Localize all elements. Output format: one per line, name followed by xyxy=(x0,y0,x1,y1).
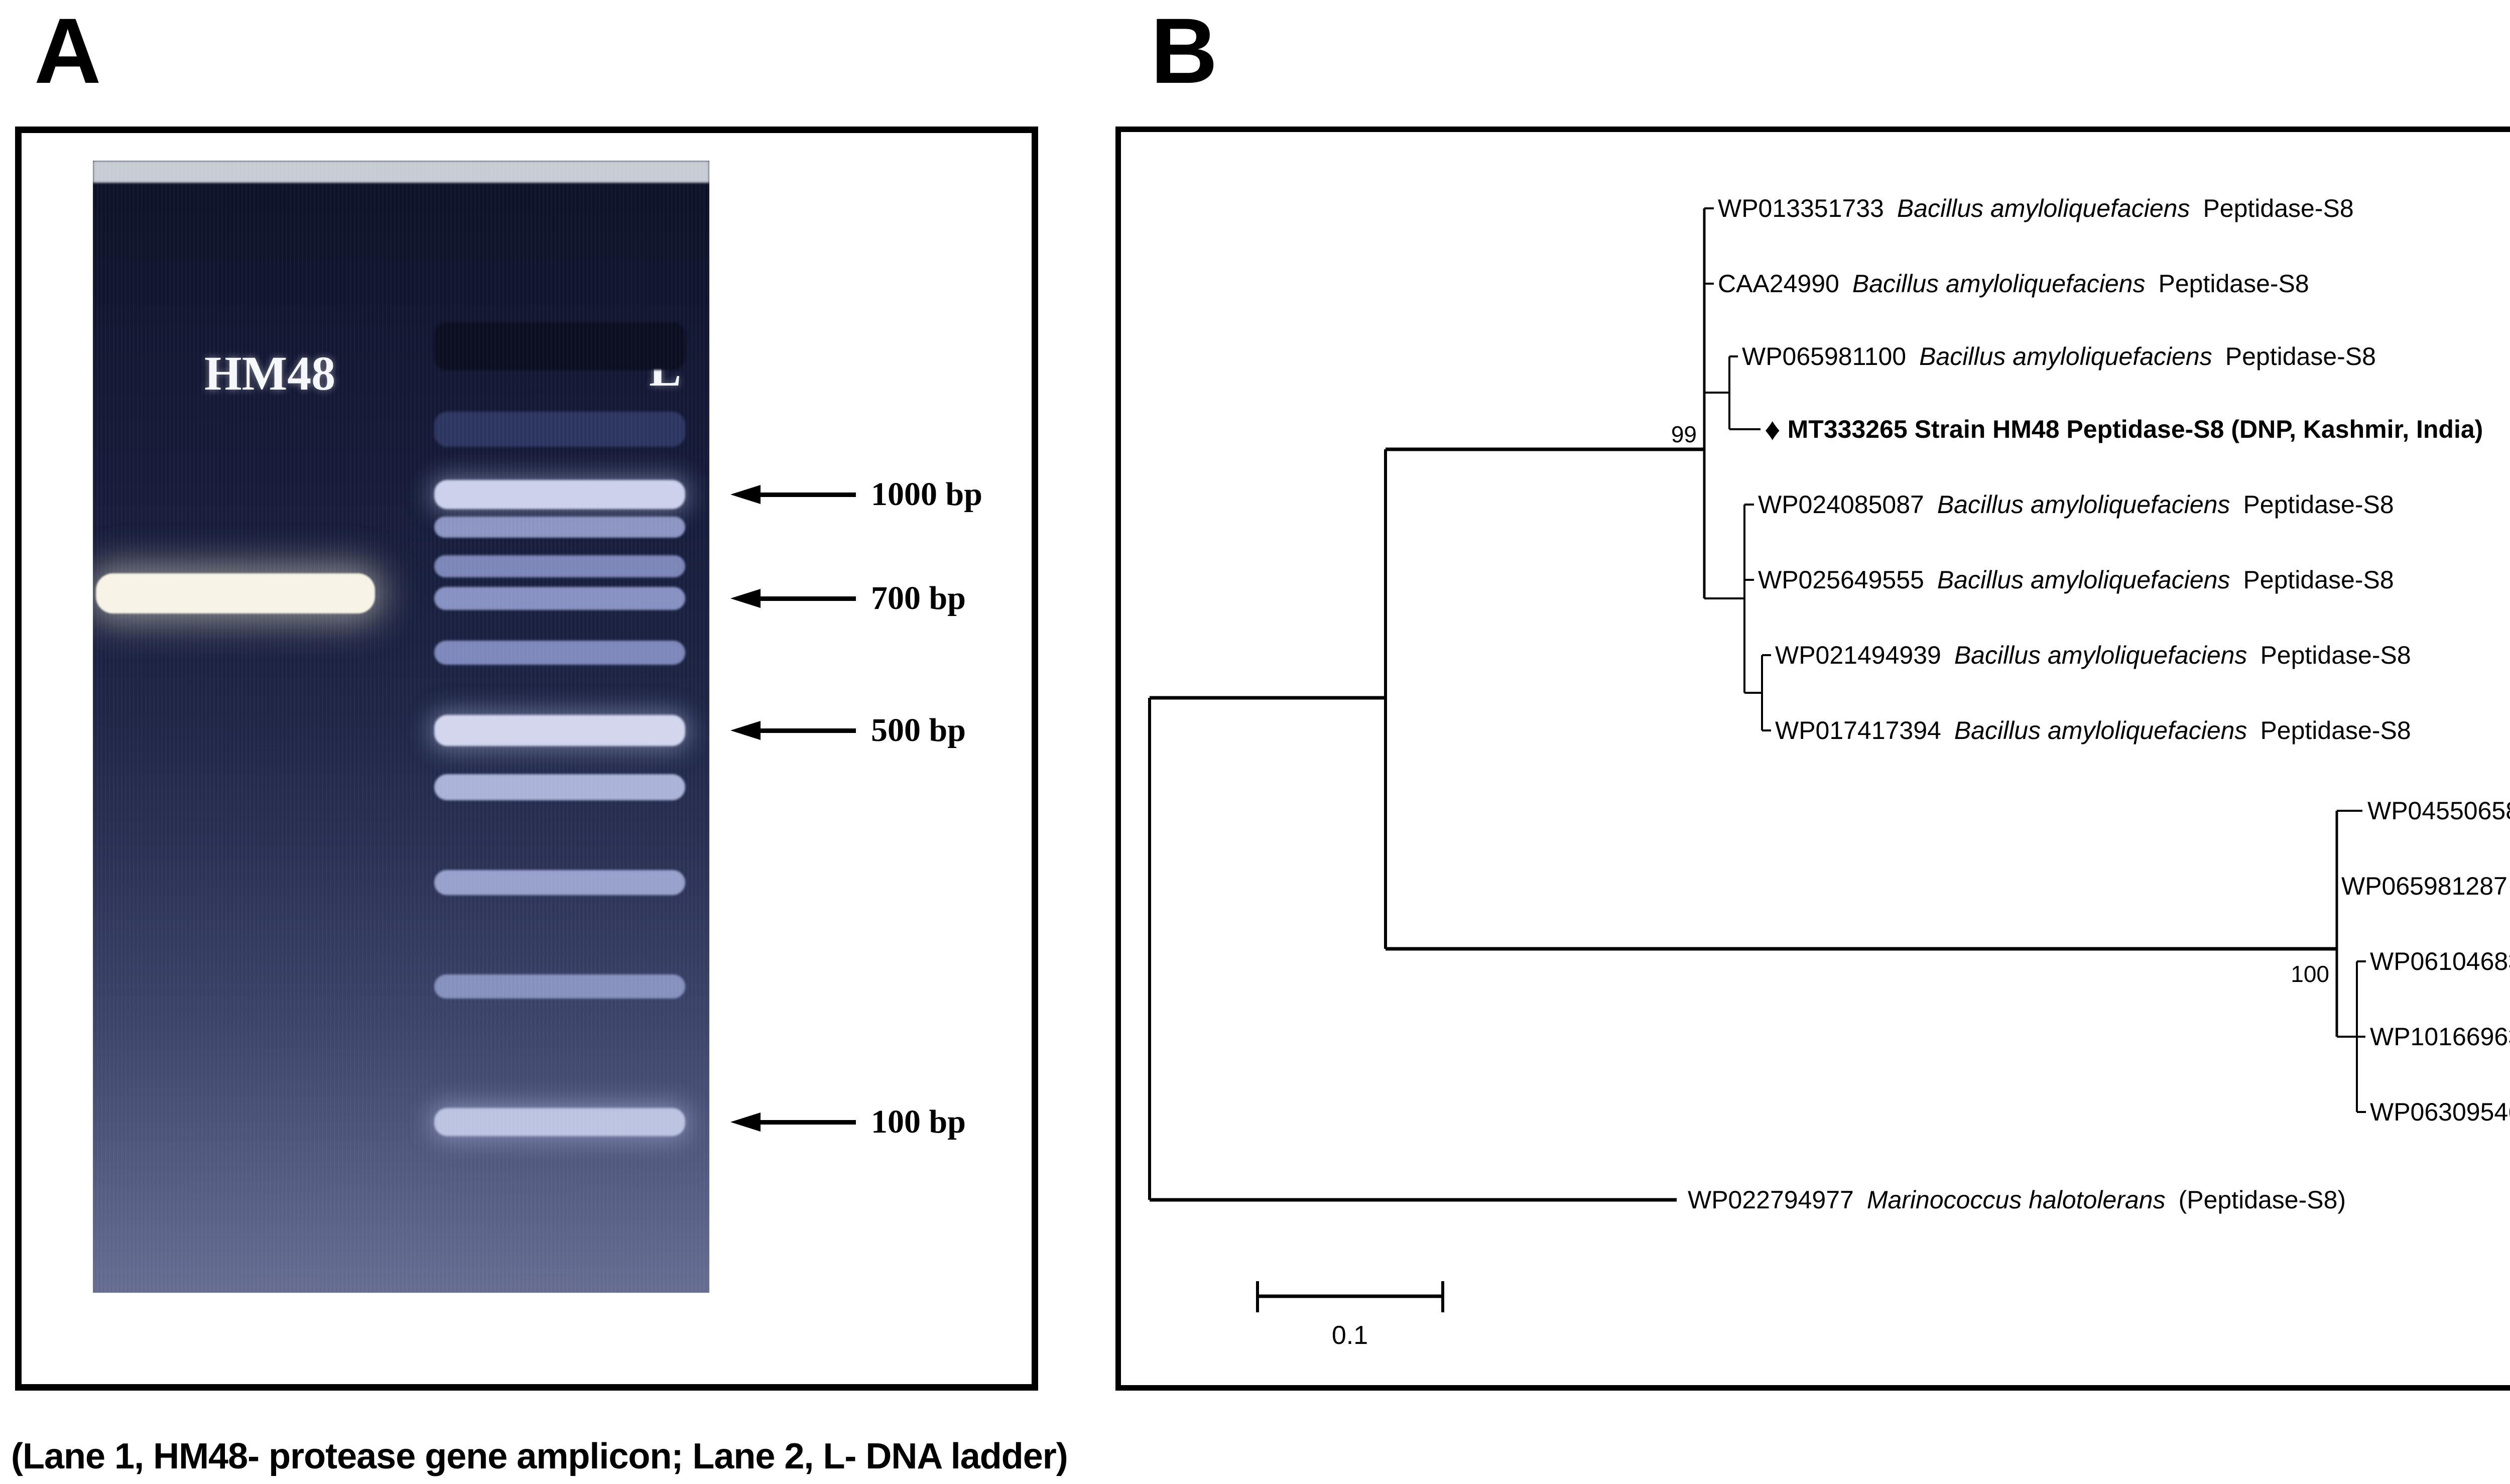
sample-band-700bp xyxy=(96,573,375,613)
gel-lane1-label: HM48 xyxy=(204,346,336,400)
leaf-label-strain-hm48: ♦MT333265 Strain HM48 Peptidase-S8 (DNP,… xyxy=(1765,412,2483,447)
ladder-band xyxy=(434,774,685,800)
left-arrow-icon xyxy=(730,589,761,608)
gel-lane2-label: L xyxy=(649,342,682,396)
tree-branches xyxy=(1148,207,2366,1202)
arrow-shaft xyxy=(760,1120,856,1125)
left-arrow-icon xyxy=(730,721,761,740)
ladder-band xyxy=(434,641,685,665)
marker-label: 500 bp xyxy=(871,712,966,749)
left-arrow-icon xyxy=(730,485,761,504)
bootstrap-value-99: 99 xyxy=(1671,421,1697,447)
ladder-band xyxy=(434,322,685,370)
marker-label: 700 bp xyxy=(871,580,966,616)
arrow-shaft xyxy=(760,492,856,497)
leaf-label: WP063095464Bacillus amyloliquefaciensPep… xyxy=(2370,1098,2510,1126)
arrow-shaft xyxy=(760,728,856,733)
marker-100bp: 100 bp xyxy=(730,1102,966,1142)
ladder-band xyxy=(434,412,685,447)
panel-a-letter: A xyxy=(34,0,101,103)
scale-bar-label: 0.1 xyxy=(1332,1321,1368,1350)
marker-500bp: 500 bp xyxy=(730,710,966,751)
diamond-icon: ♦ xyxy=(1765,412,1781,447)
leaf-label: WP101669630Bacillus amyloliquefaciensPep… xyxy=(2370,1023,2510,1051)
marker-700bp: 700 bp xyxy=(730,578,966,619)
leaf-label: WP045506581Bacillus amyloliquefaciensPep… xyxy=(2367,797,2510,825)
bootstrap-value-100: 100 xyxy=(2291,961,2329,987)
marker-label: 1000 bp xyxy=(871,476,982,513)
scale-bar: 0.1 xyxy=(1256,1281,1444,1350)
ladder-band xyxy=(434,1108,685,1136)
gel-photo: HM48 L xyxy=(93,161,709,1293)
ladder-band xyxy=(434,480,685,509)
ladder-band xyxy=(434,555,685,577)
marker-label: 100 bp xyxy=(871,1103,966,1140)
ladder-band xyxy=(434,517,685,538)
arrow-shaft xyxy=(760,596,856,601)
ladder-band xyxy=(434,715,685,746)
ladder-band xyxy=(434,870,685,895)
marker-1000bp: 1000 bp xyxy=(730,474,982,515)
leaf-label: WP065981287Bacillus amyloliquefaciensPep… xyxy=(2341,872,2510,900)
leaf-label: WP061046832Bacillus amyloliquefaciensPep… xyxy=(2370,947,2510,975)
ladder-band xyxy=(434,587,685,610)
panel-b-frame xyxy=(1115,127,2510,1391)
panel-b-letter: B xyxy=(1151,0,1218,103)
ladder-band xyxy=(434,974,685,999)
left-arrow-icon xyxy=(730,1112,761,1132)
figure-caption: (Lane 1, HM48- protease gene amplicon; L… xyxy=(11,1436,1068,1476)
gel-top-strip xyxy=(93,161,709,183)
